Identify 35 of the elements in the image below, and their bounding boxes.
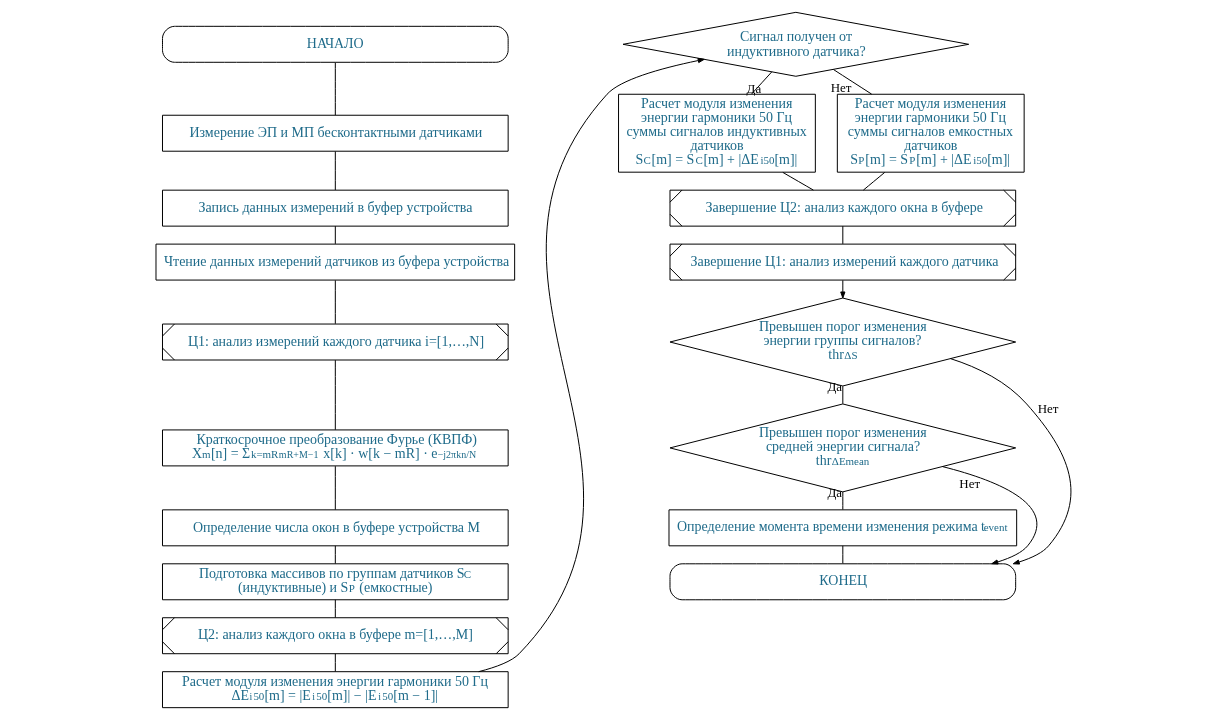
connector — [334, 465, 336, 511]
connector — [751, 71, 773, 95]
node-box: КОНЕЦ — [669, 563, 1017, 601]
node-box: Краткосрочное преобразование Фурье (КВПФ) Xm[n] = Σk=mRmR+M−1 x[k] · w[k − mR] · e−j2πkn/N — [162, 429, 509, 467]
connector — [334, 151, 336, 191]
edge-label: Нет — [830, 79, 852, 95]
node-box: Подготовка массивов по группам датчиков SC (индуктивные) и SP (емкостные) — [162, 563, 509, 601]
connector — [334, 653, 336, 672]
edge-label: Нет — [959, 476, 981, 492]
connector — [334, 599, 336, 618]
connector — [842, 545, 844, 565]
connector — [862, 171, 886, 191]
node-box: Расчет модуля изменения энергии гармоники 50 Гц ΔEi50[m] = |Ei50[m]| − |Ei50[m − 1]| — [162, 671, 509, 709]
node-box: НАЧАЛО — [162, 25, 509, 63]
connector — [334, 279, 336, 325]
node-box: Расчет модуля изменения энергии гармоники 50 Гц суммы сигналов емкостных датчиков SP[m] = SP[m] + |ΔEi50[m]| — [836, 93, 1025, 173]
node-box: Определение числа окон в буфере устройства M — [162, 509, 509, 547]
arrow — [942, 466, 1038, 565]
connector — [334, 225, 336, 245]
connector — [832, 69, 873, 95]
arrow — [840, 279, 846, 299]
connector — [334, 545, 336, 565]
connector — [334, 62, 336, 116]
arrow — [950, 358, 1072, 565]
node-box: Определение момента времени изменения режима tevent — [668, 509, 1018, 547]
connector — [334, 359, 336, 431]
node-box: Чтение данных измерений датчиков из буфера устройства — [155, 243, 516, 281]
node-box: Измерение ЭП и МП бесконтактными датчиками — [162, 114, 509, 152]
connector — [782, 171, 814, 191]
connector — [842, 225, 844, 245]
node-diamond: Сигнал получен от индуктивного датчика? — [622, 11, 970, 77]
edge-label: Нет — [1037, 400, 1059, 416]
connector — [842, 385, 844, 405]
connector — [842, 491, 844, 510]
node-box: Запись данных измерений в буфер устройства — [162, 189, 509, 227]
